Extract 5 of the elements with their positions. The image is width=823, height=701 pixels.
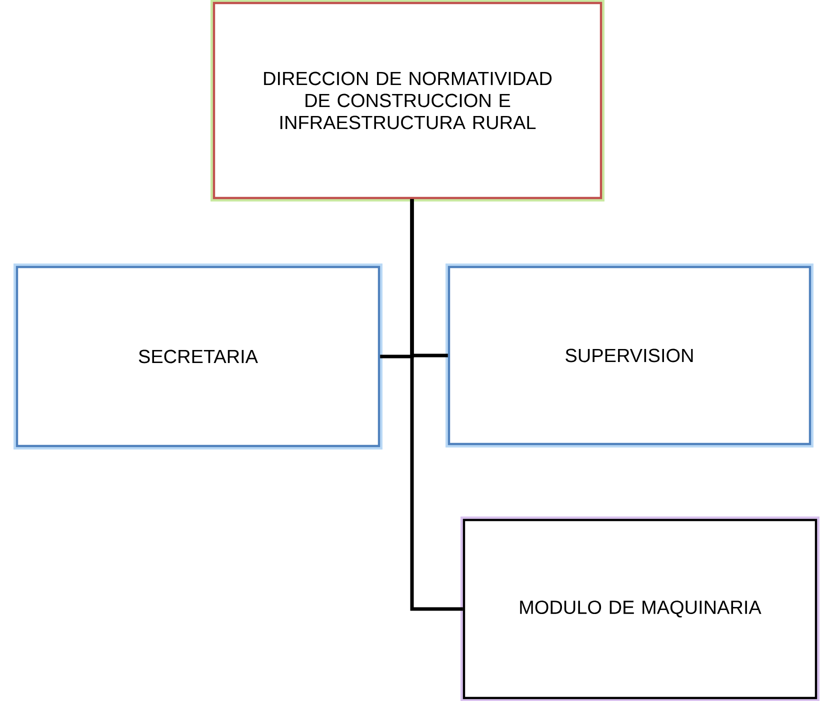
org-box: DIRECCION DE NORMATIVIDAD DE CONSTRUCCION E INFRAESTRUCTURA RURAL bbox=[210, 0, 604, 202]
connector-line bbox=[410, 199, 463, 611]
org-box: SECRETARIA bbox=[14, 264, 382, 450]
org-box: SUPERVISION bbox=[446, 264, 814, 448]
org-box: MODULO DE MAQUINARIA bbox=[460, 516, 820, 701]
